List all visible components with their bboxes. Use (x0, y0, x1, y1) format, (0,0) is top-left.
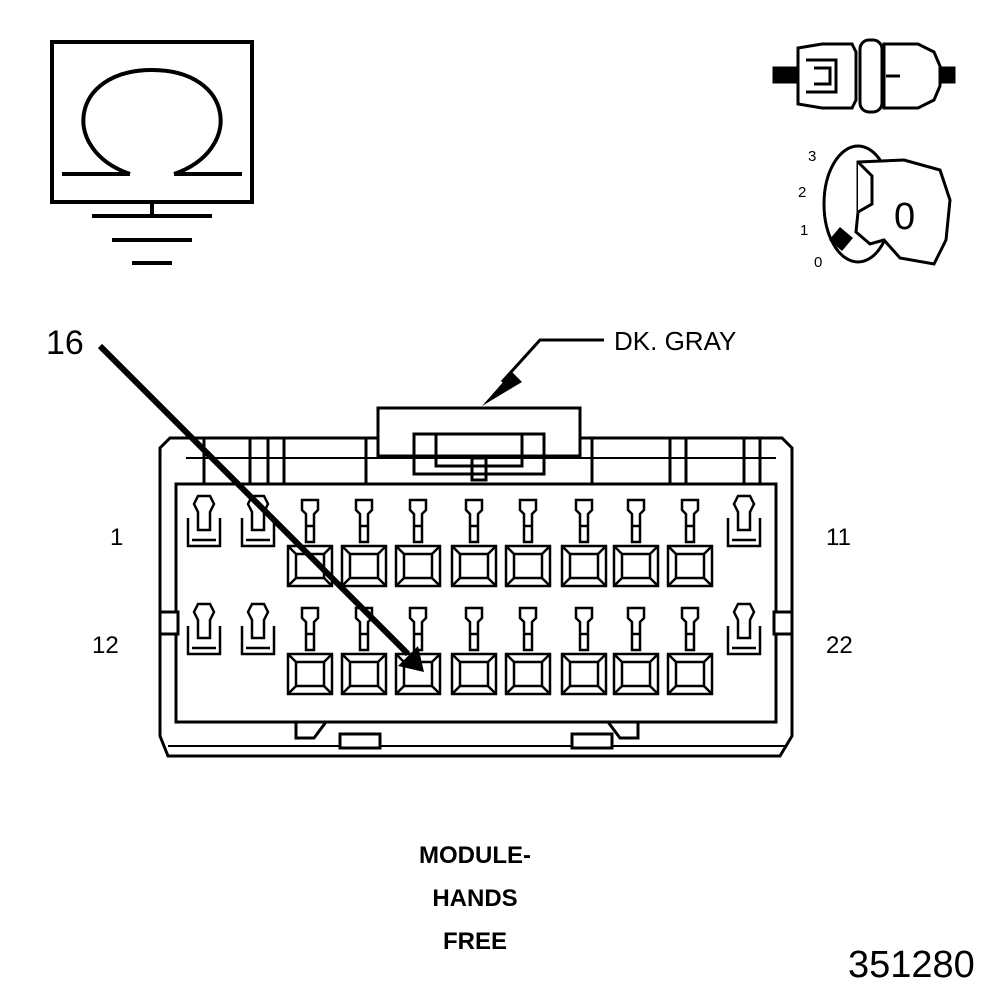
terminal-cavity (504, 606, 552, 696)
terminal-cavity (612, 498, 660, 588)
ignition-key-label: 0 (894, 196, 916, 238)
ignition-position-1: 1 (800, 222, 809, 239)
color-leader (482, 338, 604, 406)
terminal-cavity (394, 498, 442, 588)
terminal-cavity (286, 498, 334, 588)
figure-number: 351280 (848, 944, 975, 986)
ignition-switch-icon (822, 144, 952, 266)
title-line-3: FREE (442, 928, 507, 955)
title-line-1: MODULE- (419, 842, 531, 869)
terminal-cavity (340, 498, 388, 588)
latch-cavity (726, 602, 762, 656)
terminal-cavity (450, 606, 498, 696)
latch-cavity (240, 602, 276, 656)
terminal-cavity (666, 606, 714, 696)
ignition-position-0: 0 (814, 254, 823, 271)
terminal-cavity (666, 498, 714, 588)
ignition-position-2: 2 (798, 184, 807, 201)
terminal-cavity (560, 498, 608, 588)
pin-label-top-right: 11 (826, 524, 851, 551)
pin-label-bottom-left: 12 (92, 632, 119, 659)
connector-cavities (186, 494, 762, 696)
latch-cavity (186, 494, 222, 548)
pin-label-bottom-right: 22 (826, 632, 853, 659)
ignition-position-3: 3 (808, 148, 817, 165)
terminal-cavity (340, 606, 388, 696)
pin-callout-label: 16 (46, 324, 84, 362)
latch-cavity (186, 602, 222, 656)
pin-label-top-left: 1 (110, 524, 124, 551)
terminal-cavity (450, 498, 498, 588)
terminal-cavity (286, 606, 334, 696)
disconnect-connector-icon (772, 38, 956, 114)
terminal-cavity (560, 606, 608, 696)
terminal-cavity (504, 498, 552, 588)
terminal-cavity (612, 606, 660, 696)
latch-cavity (726, 494, 762, 548)
ohmmeter-icon (50, 40, 254, 265)
connector-color-label: DK. GRAY (614, 326, 737, 356)
pin-16-leader (97, 343, 424, 672)
title-line-2: HANDS (432, 885, 518, 912)
component-title: MODULE- HANDS FREE (380, 834, 570, 963)
